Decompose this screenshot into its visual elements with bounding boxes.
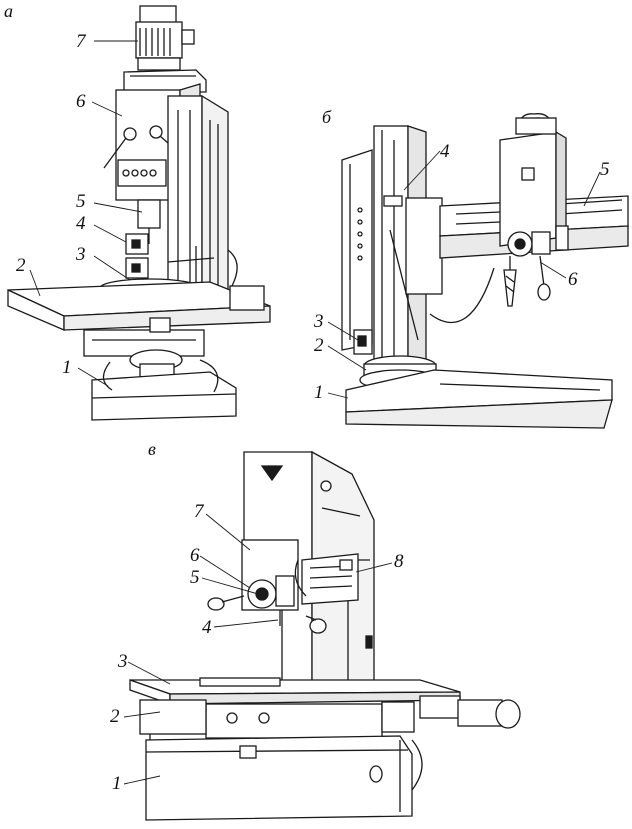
leader-lines — [29, 40, 601, 785]
callout-v-6: 6 — [190, 545, 200, 566]
bed-v — [145, 735, 423, 821]
table-v — [129, 677, 521, 740]
callout-a-6: 6 — [76, 91, 86, 112]
callout-b-3: 3 — [314, 311, 324, 332]
machine-v — [129, 450, 521, 821]
base-a — [91, 349, 237, 421]
spindle-a — [125, 199, 215, 296]
motor-a — [135, 5, 195, 71]
callout-a-2: 2 — [16, 255, 26, 276]
machine-a — [7, 5, 271, 421]
panel-label-v: в — [148, 439, 156, 459]
column-b — [373, 125, 443, 363]
callout-v-1: 1 — [112, 773, 122, 794]
base-b — [345, 355, 613, 429]
callout-a-4: 4 — [76, 213, 86, 234]
callout-a-3: 3 — [76, 244, 86, 265]
callout-v-2: 2 — [110, 706, 120, 727]
panel-label-b: б — [322, 107, 332, 127]
callout-v-7: 7 — [194, 501, 204, 522]
column-a — [167, 94, 238, 307]
callout-v-5: 5 — [190, 567, 200, 588]
callout-v-3: 3 — [118, 651, 128, 672]
control-panel-v — [294, 553, 359, 605]
callout-b-5: 5 — [600, 159, 610, 180]
callout-b-6: 6 — [568, 269, 578, 290]
head-v — [207, 539, 327, 634]
drill-head-b — [429, 113, 569, 324]
callout-v-4: 4 — [202, 617, 212, 638]
callout-b-4: 4 — [440, 141, 450, 162]
table-a — [7, 278, 271, 357]
callout-b-2: 2 — [314, 335, 324, 356]
cabinet-b — [341, 149, 373, 355]
callout-b-1: 1 — [314, 382, 324, 403]
callout-v-8: 8 — [394, 551, 404, 572]
machine-b — [341, 113, 629, 429]
callout-a-7: 7 — [76, 31, 86, 52]
callout-a-5: 5 — [76, 191, 86, 212]
panel-label-a: а — [4, 1, 13, 21]
callout-a-1: 1 — [62, 357, 72, 378]
